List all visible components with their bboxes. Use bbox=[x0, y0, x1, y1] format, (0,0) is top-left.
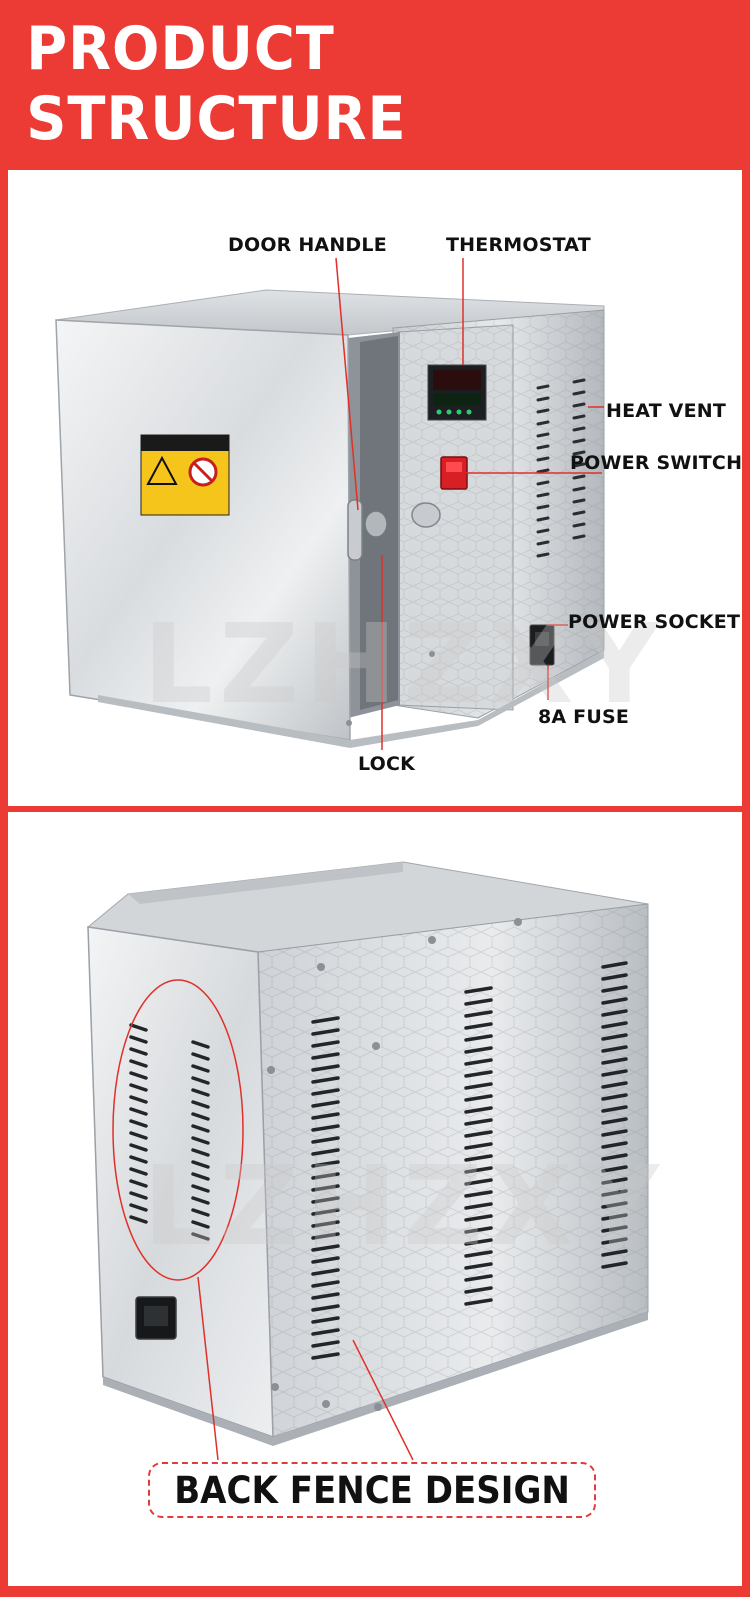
page-header: PRODUCT STRUCTURE bbox=[0, 0, 750, 168]
back-fence-highlight bbox=[112, 979, 244, 1281]
label-fuse: 8A FUSE bbox=[538, 706, 630, 728]
heat-vent-slots bbox=[536, 378, 586, 558]
watermark: LZHZXY bbox=[143, 600, 666, 728]
label-power-switch: POWER SWITCH bbox=[570, 452, 742, 474]
front-oven-illustration bbox=[55, 257, 605, 750]
caption-box: BACK FENCE DESIGN bbox=[148, 1462, 596, 1518]
front-view-panel: LZHZXY DOOR HANDLE THERMOSTAT HEAT VENT … bbox=[8, 170, 742, 806]
label-heat-vent: HEAT VENT bbox=[606, 400, 727, 422]
back-oven-illustration bbox=[86, 861, 649, 1461]
lock-knob bbox=[411, 502, 441, 528]
door-handle bbox=[347, 499, 363, 561]
label-power-socket: POWER SOCKET bbox=[568, 611, 741, 633]
page-title: PRODUCT STRUCTURE bbox=[26, 14, 407, 154]
watermark-back: LZHZXY bbox=[143, 1142, 666, 1270]
caption-back-fence: BACK FENCE DESIGN bbox=[174, 1468, 570, 1512]
side-vent-slots bbox=[311, 961, 628, 1360]
label-door-handle: DOOR HANDLE bbox=[228, 234, 387, 256]
back-view-panel: LZHZXY bbox=[8, 812, 742, 1586]
label-lock: LOCK bbox=[358, 753, 416, 775]
back-vent-slots bbox=[129, 1023, 210, 1241]
power-switch bbox=[440, 456, 468, 490]
callout-lines bbox=[335, 257, 604, 750]
label-thermostat: THERMOSTAT bbox=[446, 234, 591, 256]
back-callout-lines bbox=[197, 1276, 414, 1461]
